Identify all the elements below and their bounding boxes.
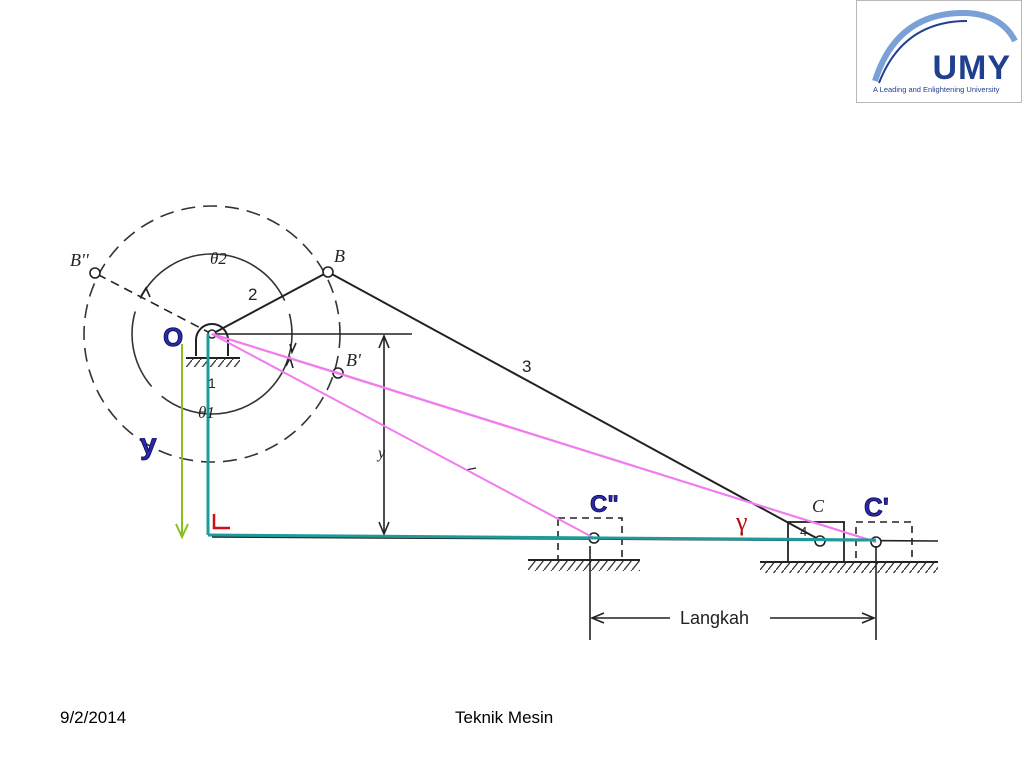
umy-logo: UMY A Leading and Enlightening Universit… <box>856 0 1022 103</box>
overlay-label-c1: C' <box>864 492 889 522</box>
overlay-label-gamma: γ <box>735 507 748 536</box>
label-langkah: Langkah <box>680 608 749 628</box>
label-b2: B'' <box>70 250 90 270</box>
green-arrow-icon <box>175 344 189 540</box>
label-link-2: 2 <box>248 285 257 304</box>
label-theta1: θ1 <box>198 403 215 422</box>
ground-left <box>528 559 640 571</box>
link-3-rod <box>327 271 821 541</box>
dashed-link-ob2 <box>94 272 213 335</box>
pink-overlay-lines <box>211 333 877 543</box>
footer-title: Teknik Mesin <box>455 708 554 727</box>
link-2-crank <box>211 271 329 335</box>
label-link-4: 4 <box>800 524 807 539</box>
label-link-3: 3 <box>522 357 531 376</box>
slider-block-c <box>787 521 845 563</box>
label-b1: B' <box>346 350 362 370</box>
label-c: C <box>812 496 825 516</box>
teal-overlay-lines <box>206 334 877 542</box>
dimension-y <box>378 333 390 537</box>
logo-tagline: A Leading and Enlightening University <box>873 85 1000 94</box>
overlay-label-c2: C" <box>590 491 619 518</box>
overlay-label-y: y <box>140 428 157 461</box>
pivot-support <box>186 323 240 367</box>
stroke-dimension <box>589 546 877 640</box>
ground-right <box>760 561 938 573</box>
point-b2-marker <box>89 267 101 279</box>
logo-arc-icon <box>872 9 1018 84</box>
logo-wordmark: UMY <box>932 49 1011 87</box>
label-link-1: 1 <box>208 375 216 391</box>
label-dimension-y: y <box>376 445 386 462</box>
slider-position-c1 <box>855 521 913 563</box>
right-angle-icon <box>212 514 230 530</box>
slider-crank-diagram: B'' B B' C θ2 θ1 2 3 1 4 y Langkah O y C… <box>70 205 939 640</box>
theta-arrow-top-icon <box>140 286 151 298</box>
label-theta2: θ2 <box>210 249 227 268</box>
label-b: B <box>334 246 345 266</box>
footer-date: 9/2/2014 <box>60 708 127 727</box>
overlay-label-o: O <box>163 322 183 352</box>
point-b-marker <box>322 266 334 278</box>
theta2-arrow-icon <box>289 342 297 355</box>
